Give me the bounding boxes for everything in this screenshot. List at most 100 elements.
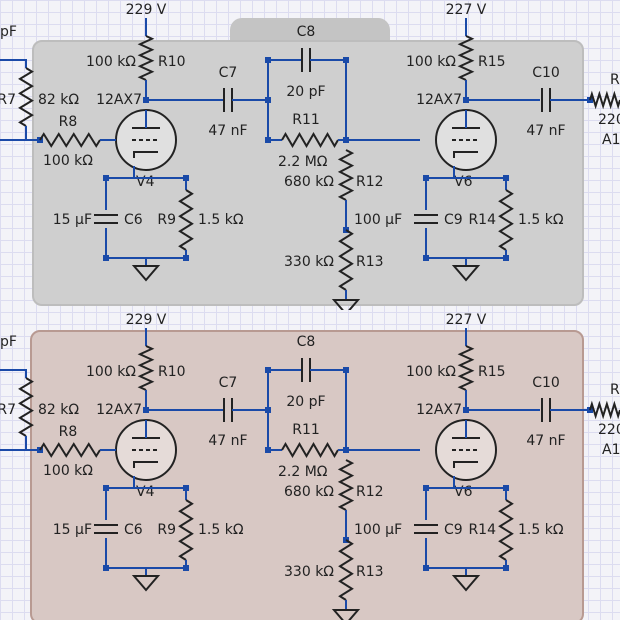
r9-value: 1.5 kΩ (198, 212, 244, 228)
resistor-r11 (281, 132, 339, 148)
resistor-r9 (178, 189, 194, 251)
r14-ref: R14 (468, 212, 496, 228)
wire (105, 228, 187, 259)
c7-ref: C7 (219, 375, 238, 391)
r15-ref: R15 (478, 364, 506, 380)
c9-ref: C9 (444, 212, 463, 228)
tube-cathode (453, 461, 478, 468)
wire-node (265, 57, 271, 63)
right-edge-ref: R (610, 72, 620, 88)
wire (105, 538, 187, 569)
r12-value: 680 kΩ (284, 484, 334, 500)
tube-cathode (133, 461, 158, 468)
resistor-r10 (137, 35, 155, 81)
tube-ref: V4 (136, 484, 155, 500)
wire (425, 228, 507, 259)
c7-value: 47 nF (208, 123, 247, 139)
r11-value: 2.2 MΩ (278, 154, 328, 170)
wire-node (423, 565, 429, 571)
wire-node (343, 447, 349, 453)
supply-voltage-label: 229 V (126, 2, 167, 18)
wire-node (103, 485, 109, 491)
amp-handle (230, 18, 390, 42)
wire-node (183, 565, 189, 571)
wire-node (343, 367, 349, 373)
wire (425, 476, 455, 520)
supply-voltage-label: 229 V (126, 312, 167, 328)
r7-ref: R7 (0, 92, 16, 108)
resistor-r7 (18, 67, 34, 127)
r9-ref: R9 (157, 212, 176, 228)
tube-label-right: 12AX7 (416, 402, 462, 418)
left-edge-fragment: pF (0, 24, 17, 40)
wire (465, 390, 540, 411)
r10-value: 100 kΩ (86, 54, 136, 70)
wire-node (503, 485, 509, 491)
c6-ref: C6 (124, 212, 143, 228)
wire (0, 369, 27, 378)
wire (267, 410, 282, 451)
resistor-r12 (337, 459, 355, 511)
r15-value: 100 kΩ (406, 54, 456, 70)
tube-ref-right: V6 (454, 174, 473, 190)
resistor-r9 (178, 499, 194, 561)
c8-ref: C8 (297, 334, 316, 350)
r14-value: 1.5 kΩ (518, 522, 564, 538)
wire-node (503, 565, 509, 571)
r8-ref: R8 (59, 424, 78, 440)
tube-cathode (133, 151, 158, 158)
c10-ref: C10 (532, 65, 560, 81)
right-edge-ref: R1 (610, 382, 620, 398)
r9-ref: R9 (157, 522, 176, 538)
wire (425, 538, 507, 569)
resistor-r10 (137, 345, 155, 391)
wire (145, 80, 224, 101)
r7-value: 82 kΩ (38, 92, 79, 108)
wire-node (265, 137, 271, 143)
r13-ref: R13 (356, 564, 384, 580)
wire-node (103, 175, 109, 181)
r12-value: 680 kΩ (284, 174, 334, 190)
wire-node (503, 255, 509, 261)
ground-symbol (331, 299, 361, 310)
right-edge-value: 220 (598, 112, 620, 128)
c9-value: 100 µF (354, 212, 402, 228)
wire (310, 59, 347, 140)
r8-value: 100 kΩ (43, 153, 93, 169)
resistor-r7 (18, 377, 34, 437)
tube-cathode (453, 151, 478, 158)
resistor-r8 (39, 442, 101, 458)
amp-background-silver (32, 40, 584, 306)
wire (105, 166, 135, 210)
r8-value: 100 kΩ (43, 463, 93, 479)
wire-node (183, 255, 189, 261)
wire-node (143, 97, 149, 103)
wire-node (183, 485, 189, 491)
wire-node (343, 57, 349, 63)
tube-label: 12AX7 (96, 402, 142, 418)
ground-symbol (451, 265, 481, 282)
c8-value: 20 pF (286, 84, 325, 100)
c6-ref: C6 (124, 522, 143, 538)
resistor-r13 (338, 229, 354, 291)
wire-node (503, 175, 509, 181)
wire-node (343, 137, 349, 143)
wire-node (265, 447, 271, 453)
wire-node (423, 485, 429, 491)
c7-value: 47 nF (208, 433, 247, 449)
tube-ref: V4 (136, 174, 155, 190)
wire-node (103, 255, 109, 261)
r15-value: 100 kΩ (406, 364, 456, 380)
right-edge-value: 220 (598, 422, 620, 438)
resistor-r8 (39, 132, 101, 148)
c10-value: 47 nF (526, 433, 565, 449)
tube-ref-right: V6 (454, 484, 473, 500)
wire-node (265, 367, 271, 373)
r7-value: 82 kΩ (38, 402, 79, 418)
resistor-r11 (281, 442, 339, 458)
c9-value: 100 µF (354, 522, 402, 538)
c6-value: 15 µF (53, 522, 92, 538)
